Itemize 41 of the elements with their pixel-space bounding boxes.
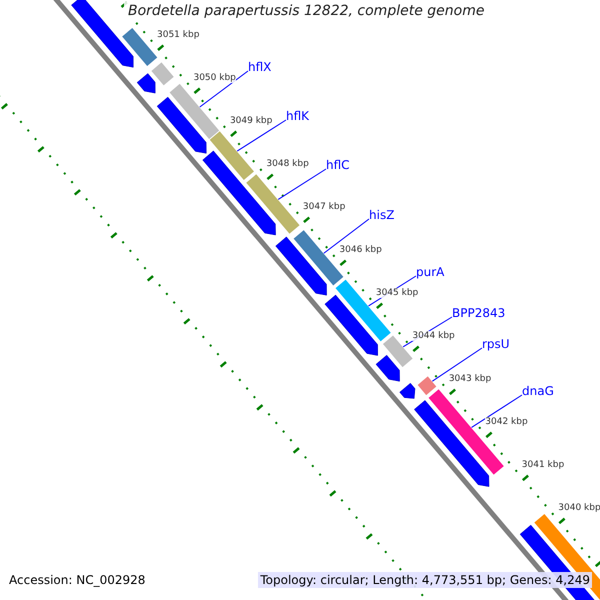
scale-label: 3051 kbp <box>157 30 200 40</box>
leader-line <box>471 394 522 428</box>
gene-label: hflX <box>248 60 272 74</box>
leader-line <box>323 218 370 254</box>
genome-info-text: Topology: circular; Length: 4,773,551 bp; Genes: 4,249 <box>258 572 592 588</box>
scale-label: 3047 kbp <box>302 202 346 212</box>
gene-label: hisZ <box>369 208 394 222</box>
scale-label: 3044 kbp <box>412 331 455 342</box>
reverse-strand-gene <box>275 236 327 296</box>
scale-label: 3045 kbp <box>376 288 418 298</box>
gene-bar <box>208 130 256 182</box>
leader-line <box>199 70 248 108</box>
reverse-strand-gene <box>376 354 400 382</box>
leader-line <box>432 348 482 382</box>
scale-label: 3049 kbp <box>230 116 272 126</box>
leader-line <box>278 168 326 200</box>
gene-bar <box>121 26 158 68</box>
scale-label: 3042 kbp <box>485 417 528 428</box>
leader-line <box>236 120 286 152</box>
reverse-strand-gene <box>156 96 207 154</box>
gene-bar <box>416 375 438 396</box>
reverse-strand-gene <box>399 382 416 399</box>
scale-label: 3048 kbp <box>266 159 309 170</box>
gene-bar <box>245 173 301 235</box>
gene-label: hflC <box>326 158 350 172</box>
gene-label: purA <box>416 265 444 279</box>
gene-bar <box>382 334 414 368</box>
scale-label: 3041 kbp <box>522 460 564 470</box>
scale-label: 3050 kbp <box>193 73 236 83</box>
gene-bar <box>150 61 175 86</box>
scale-label: 3040 kbp <box>558 503 600 514</box>
reverse-strand-gene <box>324 294 378 356</box>
gene-label: BPP2843 <box>452 306 506 320</box>
gene-label: hflK <box>286 109 310 123</box>
scale-label: 3043 kbp <box>448 374 492 384</box>
accession-text: Accession: NC_002928 <box>9 573 146 587</box>
scale-label: 3046 kbp <box>339 245 382 256</box>
gene-label: rpsU <box>482 337 510 351</box>
reverse-strand-gene <box>136 73 156 94</box>
gene-label: dnaG <box>522 384 554 398</box>
gene-bar <box>168 82 220 140</box>
